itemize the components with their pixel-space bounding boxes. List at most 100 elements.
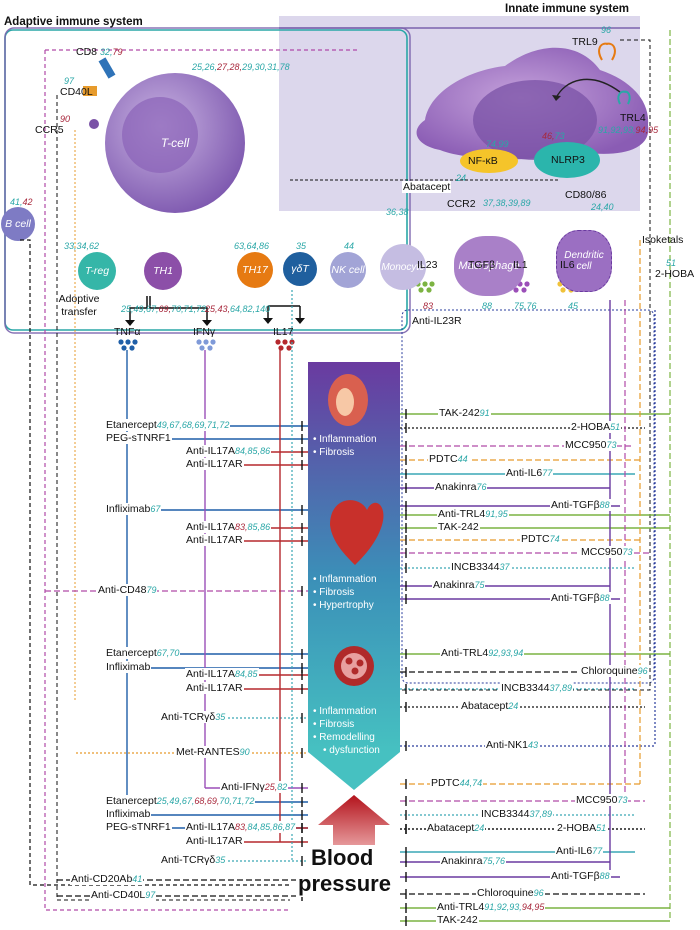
drug-incb3: INCB334437,89 xyxy=(480,808,553,820)
citation-ref: 91, xyxy=(598,125,611,135)
citation-ref: 97 xyxy=(64,76,75,86)
drug-name: Anti-TCRγδ xyxy=(161,854,216,866)
drug-abatacept3: Abatacept24 xyxy=(426,822,486,834)
drug-tcrgd2: Anti-TCRγδ35 xyxy=(160,854,227,866)
citation-ref: 25, xyxy=(192,62,205,72)
abatacept-top-refs: 24 xyxy=(456,172,466,184)
treg-cell: T-reg xyxy=(78,252,116,290)
citation-ref: 86 xyxy=(259,241,270,251)
drug-il17ar2: Anti-IL17AR xyxy=(185,534,244,546)
citation-ref: 68, xyxy=(194,796,207,806)
drug-name: Anti-CD20Ab xyxy=(71,873,133,885)
column-arrow-tip xyxy=(308,752,400,790)
citation-ref: 91, xyxy=(485,509,498,519)
citation-ref: 77 xyxy=(592,846,603,856)
citation-ref: 75, xyxy=(514,301,527,311)
drug-name: Anti-TCRγδ xyxy=(161,711,216,723)
drug-name: Chloroquine xyxy=(581,665,638,677)
citation-ref: 67, xyxy=(169,420,182,430)
drug-name: TAK-242 xyxy=(439,407,480,419)
citation-ref: 92, xyxy=(488,648,501,658)
heart-effect-2: Fibrosis xyxy=(313,586,377,599)
drug-pegs2: PEG-sTNRF1 xyxy=(105,821,172,833)
citation-ref: 46, xyxy=(542,131,555,141)
citation-ref: 86 xyxy=(260,446,271,456)
drug-abatacept2: Abatacept24 xyxy=(460,700,520,712)
citation-ref: 95 xyxy=(648,125,659,135)
drug-anakinra2: Anakinra75 xyxy=(432,579,486,591)
bp-line1: Blood xyxy=(309,845,376,871)
th17-cell: TH17 xyxy=(237,252,273,288)
citation-ref: 78 xyxy=(279,62,290,72)
ccr5-receptor-icon xyxy=(89,119,99,129)
drug-hoba2: 2-HOBA51 xyxy=(556,822,608,834)
vessel-effect-3: Remodelling xyxy=(313,731,380,744)
drug-mcc3: MCC95073 xyxy=(575,794,629,806)
kidney-effects: Inflammation Fibrosis xyxy=(313,433,376,459)
heart-effect-1: Inflammation xyxy=(313,573,376,586)
drug-il17a2: Anti-IL17A83,85,86 xyxy=(185,521,272,533)
drug-name: Anti-IL17A xyxy=(186,668,236,680)
citation-ref: 38 xyxy=(398,207,409,217)
drug-name: Anti-CD48 xyxy=(98,584,147,596)
citation-ref: 85, xyxy=(260,822,273,832)
drug-name: Etanercept xyxy=(106,795,157,807)
monocyte-refs: 36,38 xyxy=(386,206,409,218)
citation-ref: 95 xyxy=(534,902,545,912)
innate-drugs-box xyxy=(401,309,655,684)
citation-ref: 85, xyxy=(247,446,261,456)
citation-ref: 96 xyxy=(601,25,612,35)
bcell-circle xyxy=(1,207,35,241)
drug-name: Anti-NK1 xyxy=(486,739,529,751)
drug-name: Anti-IL17AR xyxy=(186,835,243,847)
citation-ref: 96 xyxy=(533,888,544,898)
citation-ref: 30, xyxy=(254,62,268,72)
drug-name: 2-HOBA xyxy=(571,421,611,433)
bcell-refs: 41,42 xyxy=(10,196,33,208)
cd80-label: CD80/86 xyxy=(565,189,607,201)
citation-ref: 28, xyxy=(229,62,243,72)
citation-ref: 140 xyxy=(255,304,271,314)
drug-cd20: Anti-CD20Ab41 xyxy=(70,873,144,885)
drug-pegs1: PEG-sTNRF1 xyxy=(105,432,172,444)
citation-ref: 25, xyxy=(205,304,218,314)
citation-ref: 40 xyxy=(603,202,614,212)
drug-name: MCC950 xyxy=(565,439,607,451)
citation-ref: 79 xyxy=(146,585,157,595)
citation-ref: 29, xyxy=(242,62,255,72)
citation-ref: 85 xyxy=(247,669,258,679)
citation-ref: 24 xyxy=(474,823,485,833)
citation-ref: 43, xyxy=(217,304,231,314)
drug-name: Anti-IL17AR xyxy=(186,534,243,546)
citation-ref: 91, xyxy=(484,902,497,912)
abatacept-top-label: Abatacept xyxy=(402,181,452,193)
citation-ref: 62 xyxy=(89,241,100,251)
nk-refs: 44 xyxy=(344,240,354,252)
drug-metrantes: Met-RANTES90 xyxy=(175,746,251,758)
anti-il23r-label: Anti-IL23R xyxy=(412,315,462,327)
drug-name: Anti-TGFβ xyxy=(551,592,600,604)
citation-ref: 76 xyxy=(476,482,487,492)
adaptive-header: Adaptive immune system xyxy=(4,16,143,28)
citation-ref: 87 xyxy=(285,822,296,832)
citation-ref: 75, xyxy=(482,856,495,866)
trl4-receptor-icon xyxy=(617,90,631,105)
citation-ref: 33, xyxy=(64,241,77,251)
citation-ref: 63, xyxy=(234,241,247,251)
cd40l-receptor-icon xyxy=(83,86,97,96)
heart-icon xyxy=(330,500,384,565)
citation-ref: 25, xyxy=(156,796,170,806)
trl9-label: TRL9 xyxy=(572,36,598,48)
drug-name: Anti-IL6 xyxy=(506,467,543,479)
cd40l-refs: 97 xyxy=(64,75,74,87)
treg-refs: 33,34,62 xyxy=(64,240,99,252)
drug-etanercept2: Etanercept67,70 xyxy=(105,647,181,659)
citation-ref: 74, xyxy=(486,139,499,149)
citation-ref: 79 xyxy=(112,47,123,57)
citation-ref: 51 xyxy=(666,258,677,268)
drug-pdtc1: PDTC44 xyxy=(428,453,469,465)
ifng-label: IFNγ xyxy=(193,326,216,338)
drug-name: Abatacept xyxy=(427,822,475,834)
drug-name: Anti-TGFβ xyxy=(551,870,600,882)
